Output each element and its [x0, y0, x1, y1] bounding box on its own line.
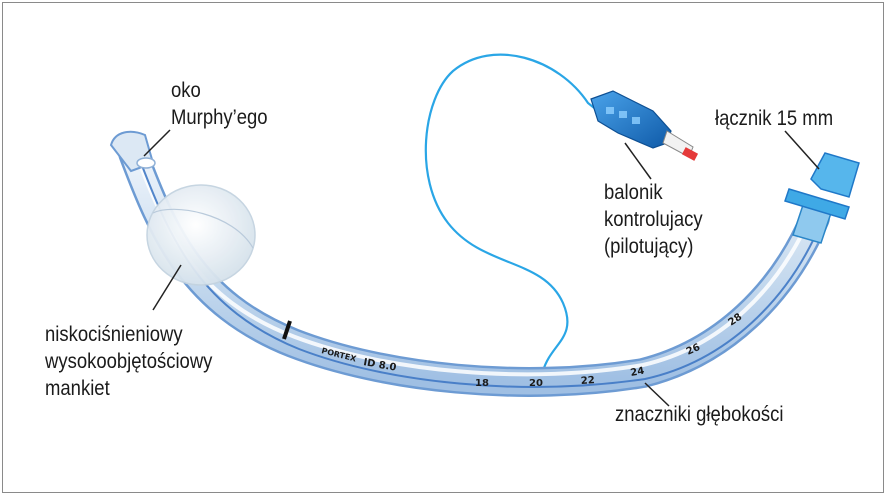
- label-pilot-balloon-line3: (pilotujący): [604, 233, 703, 260]
- label-cuff-line3: mankiet: [45, 375, 212, 402]
- depth-mark-18: 18: [475, 378, 489, 389]
- label-depth-markers-line1: znaczniki głębokości: [615, 401, 783, 428]
- depth-mark-20: 20: [529, 378, 543, 389]
- pilot-line: [426, 55, 603, 371]
- label-pilot-balloon-line2: kontrolujacy: [604, 206, 703, 233]
- label-pilot-balloon-line1: balonik: [604, 179, 703, 206]
- label-depth-markers: znaczniki głębokości: [615, 401, 783, 428]
- cuff-balloon: [147, 185, 255, 285]
- pilot-balloon: [591, 91, 698, 161]
- leader-pilot-balloon: [625, 143, 651, 179]
- murphy-eye-hole: [137, 158, 155, 168]
- label-murphy-eye-line1: oko: [171, 77, 268, 104]
- label-cuff: niskociśnieniowy wysokoobjętościowy mank…: [45, 321, 212, 402]
- depth-mark-22: 22: [580, 375, 595, 387]
- connector-15mm: [785, 153, 859, 243]
- label-cuff-line1: niskociśnieniowy: [45, 321, 212, 348]
- leader-connector: [785, 131, 819, 169]
- label-murphy-eye: oko Murphy’ego: [171, 77, 268, 131]
- label-murphy-eye-line2: Murphy’ego: [171, 104, 268, 131]
- label-connector: łącznik 15 mm: [715, 105, 833, 132]
- label-pilot-balloon: balonik kontrolujacy (pilotujący): [604, 179, 703, 260]
- label-cuff-line2: wysokoobjętościowy: [45, 348, 212, 375]
- label-connector-line1: łącznik 15 mm: [715, 105, 833, 132]
